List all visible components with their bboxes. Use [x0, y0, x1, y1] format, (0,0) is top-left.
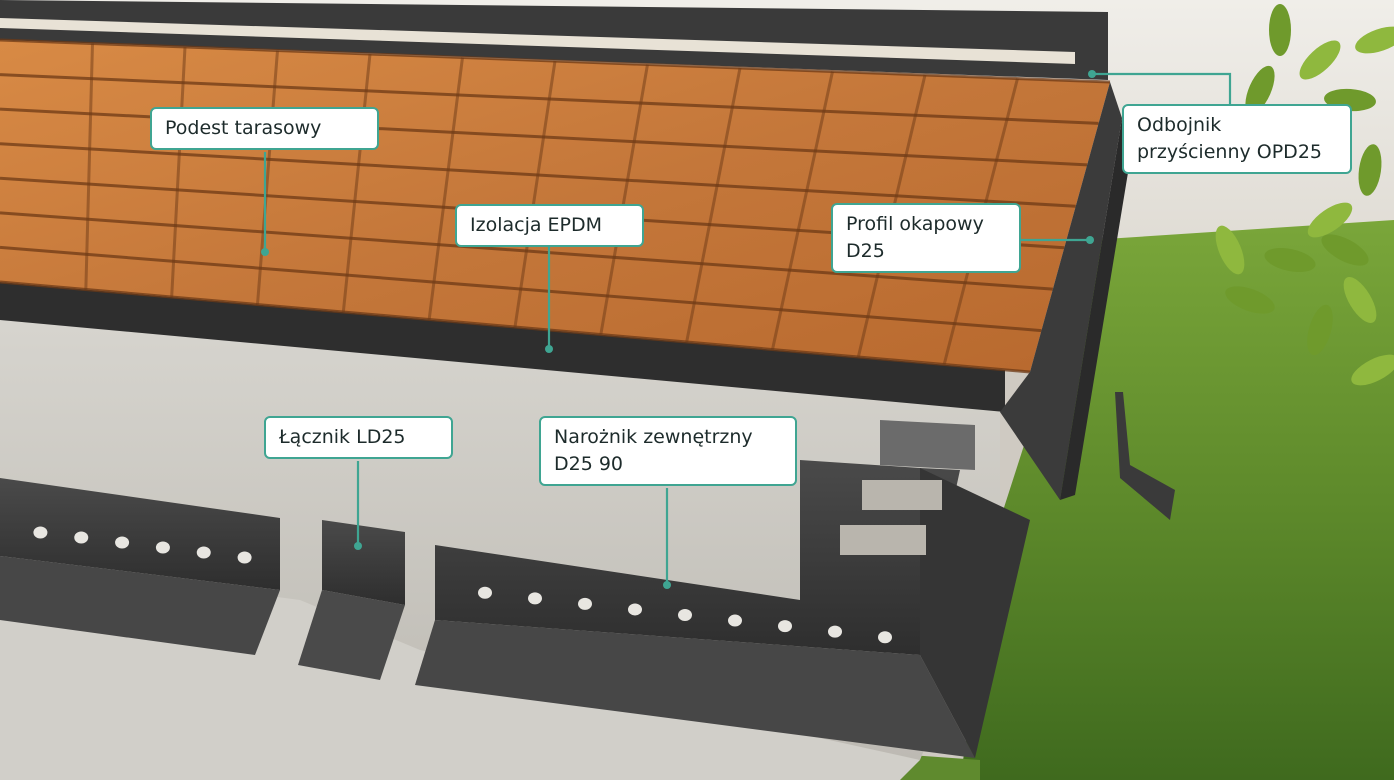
callout-naroznik-zewnetrzny: Narożnik zewnętrzny D25 90 [539, 416, 797, 486]
leader-lines [263, 72, 1232, 585]
corner-profile-side [920, 468, 1030, 758]
mounting-hole [878, 631, 892, 644]
mounting-hole [628, 603, 642, 616]
callout-naroznik-line-2: D25 90 [554, 453, 624, 475]
callout-naroznik-line-1: Narożnik zewnętrzny [554, 426, 753, 448]
eave-profile [1000, 82, 1122, 500]
corner-profile-holes [478, 586, 892, 644]
leaf [1215, 225, 1245, 275]
callout-profil-line-1: Profil okapowy [846, 213, 984, 235]
callout-profil-okapowy: Profil okapowy D25 [831, 203, 1021, 273]
mounting-hole [33, 526, 48, 539]
callout-odbojnik-line-2: przyścienny OPD25 [1137, 141, 1322, 163]
eave-profile-face [1060, 118, 1135, 500]
leaf [1299, 40, 1341, 80]
mounting-hole [678, 609, 692, 621]
deck-seam-col [84, 43, 94, 290]
deck-seam-col [513, 60, 557, 328]
leaf [1307, 202, 1353, 238]
leaf [1264, 247, 1316, 273]
epdm-edge [0, 282, 1005, 412]
mounting-hole [578, 597, 592, 610]
dot-podest [261, 248, 269, 256]
corner-bracket [880, 420, 975, 470]
leaf [1307, 304, 1333, 356]
dot-izolacja [545, 345, 553, 353]
drip-profile-left-flange [0, 556, 280, 655]
leaf [1245, 65, 1275, 115]
callout-lacznik-line-1: Łącznik LD25 [279, 426, 406, 448]
corner-profile-opening-2 [840, 525, 926, 555]
corner-profile-flange [415, 620, 975, 758]
deck-seam-col [427, 57, 464, 320]
deck-seam-col [599, 64, 649, 335]
ground-stake [1115, 392, 1175, 520]
drip-profile-left-holes [33, 526, 252, 564]
callout-izolacja-line-1: Izolacja EPDM [470, 214, 603, 236]
callout-profil-line-2: D25 [846, 240, 885, 262]
mounting-hole [115, 536, 130, 549]
callout-izolacja-epdm: Izolacja EPDM [455, 204, 644, 247]
dot-odbojnik [1088, 70, 1096, 78]
leaf [1321, 234, 1369, 266]
mounting-hole [728, 614, 742, 627]
mounting-hole [528, 592, 542, 605]
mounting-hole [74, 531, 89, 544]
mounting-hole [828, 625, 842, 638]
deck-seam-col [341, 53, 372, 313]
mounting-hole [237, 551, 252, 564]
bush-foliage [1215, 4, 1394, 386]
dot-naroznik [663, 581, 671, 589]
callout-podest-tarasowy: Podest tarasowy [150, 107, 379, 150]
leader-dots [261, 70, 1096, 589]
wall-flashing-strip [0, 18, 1075, 64]
leaf [1351, 354, 1394, 386]
deck-seam-col [771, 71, 834, 350]
leaf [1343, 277, 1377, 323]
drip-profile-left [0, 478, 280, 590]
dot-profil [1086, 236, 1094, 244]
callout-odbojnik-przyscienny: Odbojnik przyścienny OPD25 [1122, 104, 1352, 174]
deck-seam-col [170, 46, 187, 298]
mounting-hole [478, 586, 492, 599]
callout-lacznik-ld25: Łącznik LD25 [264, 416, 453, 459]
deck-seam-col [685, 67, 742, 343]
corner-profile-opening-1 [862, 480, 942, 510]
deck-seam-col [256, 50, 279, 305]
leaf [1225, 286, 1275, 314]
connector-piece [322, 520, 405, 605]
mounting-hole [778, 620, 792, 633]
wood-deck-planks [0, 38, 1111, 374]
leaf [1355, 26, 1394, 54]
leaf [1269, 4, 1291, 56]
connector-piece-flange [298, 590, 405, 680]
callout-podest-line-1: Podest tarasowy [165, 117, 322, 139]
dot-lacznik [354, 542, 362, 550]
corner-profile [435, 460, 960, 655]
leader-odbojnik [1092, 72, 1232, 105]
mounting-hole [196, 546, 211, 559]
callout-odbojnik-line-1: Odbojnik [1137, 114, 1222, 136]
leaf [1358, 144, 1382, 196]
mounting-hole [155, 541, 170, 554]
